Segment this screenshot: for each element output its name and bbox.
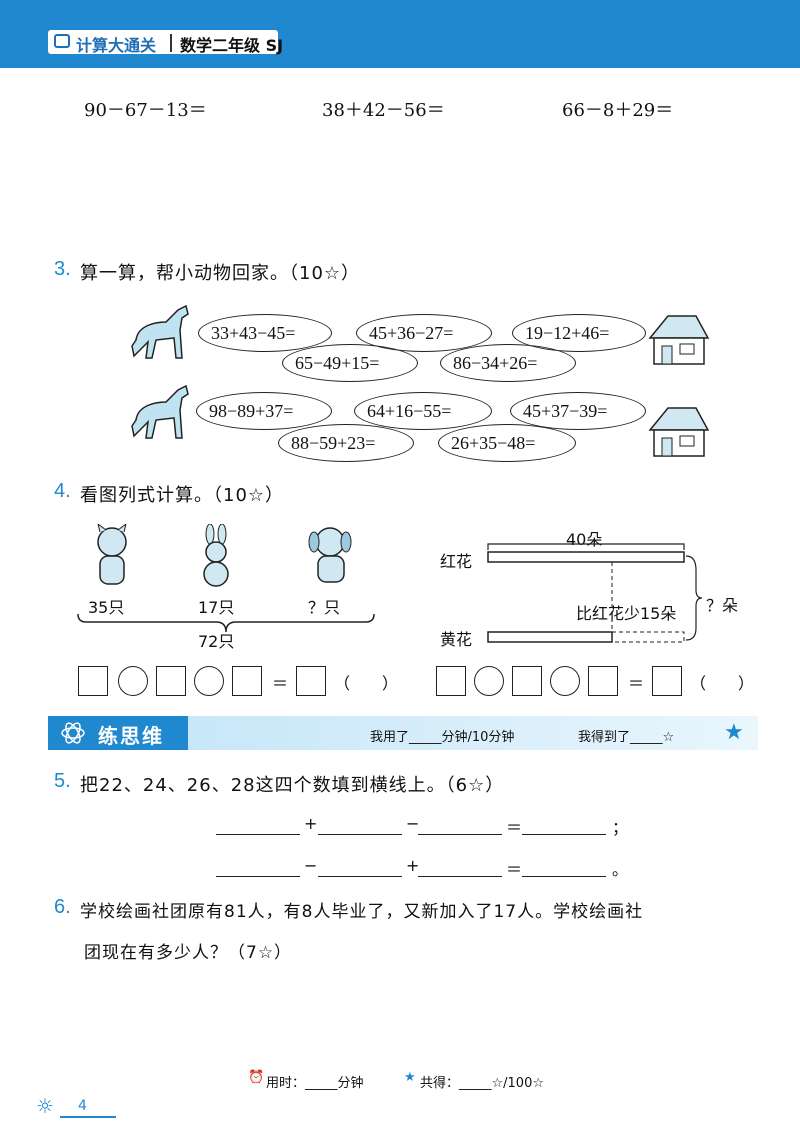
operator: − (406, 814, 420, 833)
oval-expression: 65−49+15= (282, 344, 418, 382)
oval-expression: 45+37−39= (510, 392, 646, 430)
header-divider (170, 34, 172, 52)
blank-line[interactable] (522, 876, 606, 877)
answer-box[interactable] (436, 666, 466, 696)
animal-count: ？只 (308, 598, 341, 617)
operator-circle[interactable] (194, 666, 224, 696)
atom-icon (61, 722, 85, 744)
book-icon (54, 34, 70, 48)
answer-box[interactable] (156, 666, 186, 696)
question-text: 学校绘画社团原有81人，有8人毕业了，又新加入了17人。学校绘画社 (80, 902, 644, 922)
question-text: 看图列式计算。（10☆） (80, 485, 285, 506)
horse-icon (131, 304, 189, 359)
question-text: 算一算，帮小动物回家。（10☆） (80, 263, 361, 284)
answer-box[interactable] (232, 666, 262, 696)
blank-line[interactable] (318, 834, 402, 835)
question-text: 团现在有多少人？（7☆） (84, 943, 293, 963)
banner-title-bg (48, 716, 188, 750)
sun-icon: ☼ (36, 1094, 54, 1118)
clock-icon: ⏰ (248, 1070, 265, 1085)
dog-icon (308, 527, 352, 583)
header-title: 计算大通关 (76, 36, 157, 55)
rabbit-icon (203, 524, 229, 587)
answer-box[interactable] (296, 666, 326, 696)
question-number: 4. (54, 480, 71, 502)
page-number: 4 (78, 1098, 87, 1114)
house-icon (648, 407, 710, 457)
total-label: 72只 (198, 632, 235, 651)
operator: ＝ (506, 860, 523, 879)
expression: 66－8＋29＝ (562, 100, 674, 121)
answer-box[interactable] (512, 666, 542, 696)
oval-expression: 26+35−48= (438, 424, 576, 462)
oval-expression: 45+36−27= (356, 314, 492, 352)
blank-line[interactable] (318, 876, 402, 877)
blank-line[interactable] (418, 834, 502, 835)
blank-line[interactable] (418, 876, 502, 877)
bar-diagram (487, 543, 703, 643)
footer-score: 共得：_____☆/100☆ (420, 1076, 545, 1091)
oval-expression: 33+43−45= (198, 314, 332, 352)
cat-icon (97, 524, 127, 585)
expression: 90－67－13＝ (84, 100, 207, 121)
time-used: 我用了_____分钟/10分钟 (370, 730, 515, 745)
question-text: 把22、24、26、28这四个数填到横线上。（6☆） (80, 775, 505, 796)
oval-expression: 98−89+37= (196, 392, 332, 430)
horse-icon (131, 384, 189, 439)
question-label: ？朵 (706, 596, 739, 615)
operator: + (406, 856, 420, 875)
header-subtitle: 数学二年级 SJ (180, 36, 284, 55)
question-number: 5. (54, 770, 71, 792)
punctuation: ； (612, 818, 629, 837)
oval-expression: 86−34+26= (440, 344, 576, 382)
oval-expression: 64+16−55= (354, 392, 492, 430)
operator-circle[interactable] (550, 666, 580, 696)
less-label: 比红花少15朵 (576, 604, 677, 623)
operator-circle[interactable] (474, 666, 504, 696)
question-number: 3. (54, 258, 71, 280)
animal-count: 17只 (198, 598, 235, 617)
operator: + (304, 814, 318, 833)
answer-box[interactable] (588, 666, 618, 696)
question-number: 6. (54, 896, 71, 918)
equals-sign: ＝ (628, 674, 645, 693)
star-icon: ★ (724, 720, 744, 745)
unit-paren: （ ） (690, 674, 755, 693)
total-brace (77, 613, 375, 633)
yellow-flower-label: 黄花 (440, 630, 473, 649)
header-box (48, 30, 278, 54)
oval-expression: 19−12+46= (512, 314, 646, 352)
answer-box[interactable] (78, 666, 108, 696)
star-icon: ★ (404, 1070, 416, 1085)
oval-expression: 88−59+23= (278, 424, 414, 462)
operator: − (304, 856, 318, 875)
blank-line[interactable] (216, 876, 300, 877)
banner-title: 练思维 (98, 724, 164, 748)
punctuation: 。 (612, 860, 629, 879)
answer-box[interactable] (652, 666, 682, 696)
house-icon (648, 315, 710, 365)
page-underline (60, 1116, 116, 1118)
unit-paren: （ ） (334, 674, 399, 693)
operator: ＝ (506, 818, 523, 837)
animal-count: 35只 (88, 598, 125, 617)
equals-sign: ＝ (272, 674, 289, 693)
stars-got: 我得到了_____☆ (578, 730, 675, 745)
expression: 38＋42－56＝ (322, 100, 445, 121)
blank-line[interactable] (522, 834, 606, 835)
red-flower-label: 红花 (440, 552, 473, 571)
footer-time: 用时：_____分钟 (266, 1076, 364, 1091)
blank-line[interactable] (216, 834, 300, 835)
operator-circle[interactable] (118, 666, 148, 696)
